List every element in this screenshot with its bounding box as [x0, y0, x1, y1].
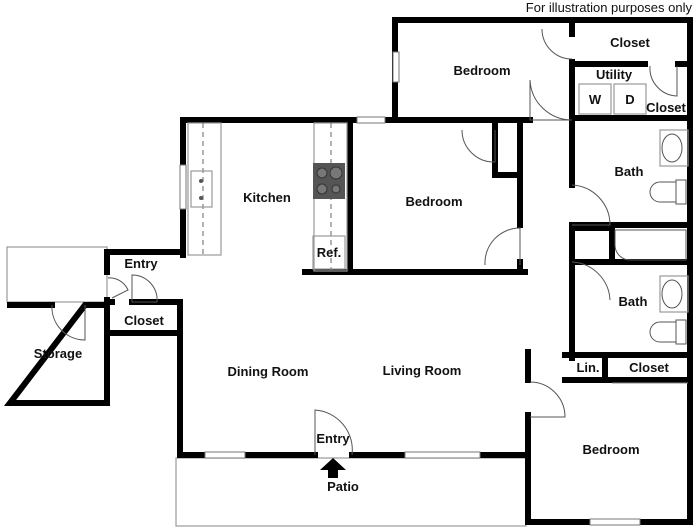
room-label-bedroom-bottom: Bedroom	[582, 442, 639, 457]
dryer-box	[613, 83, 647, 115]
bath2-sink-icon	[659, 275, 689, 313]
room-label-main-entry: Entry	[316, 431, 350, 446]
room-label-hall-closet: Closet	[629, 360, 669, 375]
room-label-storage: Storage	[34, 346, 82, 361]
refrigerator-box	[312, 235, 346, 270]
bath1-toilet-icon	[649, 179, 687, 205]
windows	[179, 51, 641, 526]
room-label-utility: Utility	[596, 67, 633, 82]
side-patio-outline	[6, 246, 108, 303]
bath2-toilet-icon	[649, 319, 687, 345]
sink-icon	[190, 170, 213, 208]
room-label-entry-closet: Closet	[124, 313, 164, 328]
room-label-bath-2: Bath	[619, 294, 648, 309]
room-label-bedroom-top: Bedroom	[453, 63, 510, 78]
room-label-living-room: Living Room	[383, 363, 462, 378]
room-label-linen: Lin.	[576, 360, 599, 375]
fixtures	[187, 83, 689, 384]
room-label-bedroom-middle: Bedroom	[405, 194, 462, 209]
room-label-dining-room: Dining Room	[228, 364, 309, 379]
room-label-patio: Patio	[327, 479, 359, 494]
entry-arrow-icon	[320, 458, 346, 478]
washer-label: W	[589, 92, 602, 107]
bathtub-icon	[614, 229, 687, 261]
dryer-label: D	[625, 92, 634, 107]
room-label-kitchen: Kitchen	[243, 190, 291, 205]
room-label-side-entry: Entry	[124, 256, 158, 271]
refrigerator-label: Ref.	[317, 245, 342, 260]
kitchen-counter-left	[187, 122, 222, 256]
room-label-bath-1: Bath	[615, 164, 644, 179]
washer-box	[578, 83, 612, 115]
room-label-closet-top: Closet	[610, 35, 650, 50]
door-swings	[51, 28, 678, 456]
illustration-note: For illustration purposes only	[526, 0, 693, 15]
room-label-closet-utility: Closet	[646, 100, 686, 115]
bath1-sink-icon	[659, 129, 689, 167]
